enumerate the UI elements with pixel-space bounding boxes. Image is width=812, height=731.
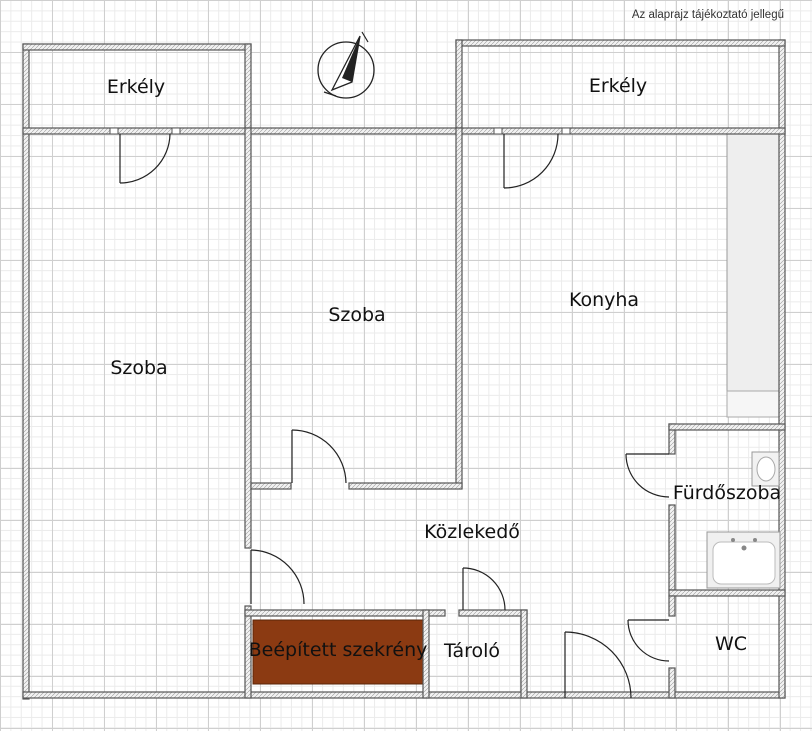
doors (119, 133, 670, 699)
label-room-middle: Szoba (328, 304, 386, 326)
windows (109, 127, 571, 135)
compass-icon (317, 31, 375, 99)
washbasin (751, 451, 780, 487)
walls (22, 39, 786, 700)
disclaimer-note: Az alaprajz tájékoztató jellegű (631, 9, 784, 21)
label-balcony-left: Erkély (106, 76, 166, 98)
label-bathroom: Fürdőszoba (672, 482, 782, 504)
label-kitchen: Konyha (568, 289, 640, 311)
label-room-left: Szoba (110, 357, 168, 379)
label-closet: Beépített szekrény (248, 639, 428, 661)
label-storage: Tároló (443, 640, 501, 662)
label-balcony-right: Erkély (588, 75, 648, 97)
kitchen-counter (726, 132, 780, 392)
bathtub (706, 531, 781, 589)
label-hallway: Közlekedő (424, 521, 520, 543)
label-wc: WC (714, 633, 748, 655)
kitchen-counter-end (726, 390, 780, 418)
